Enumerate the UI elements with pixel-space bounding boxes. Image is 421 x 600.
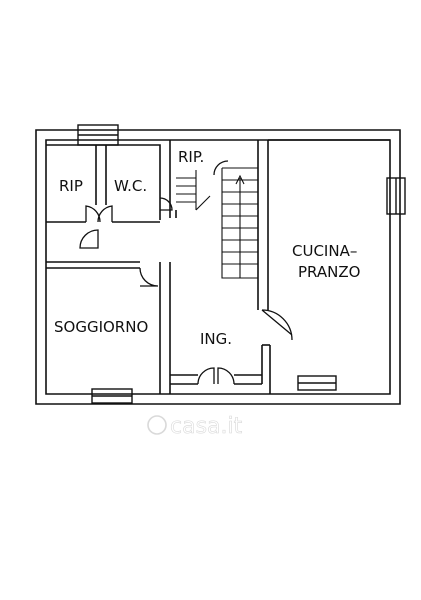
door-corridor bbox=[79, 229, 99, 249]
windows bbox=[77, 124, 406, 404]
label-rip-left: RIP bbox=[59, 177, 83, 195]
wall-soggiorno-right bbox=[159, 262, 171, 394]
room-labels: RIP W.C. RIP. CUCINA– PRANZO SOGGIORNO I… bbox=[54, 148, 360, 348]
wall-stairs-kitchen bbox=[257, 140, 269, 310]
wall-rip-wc-divider bbox=[95, 145, 107, 205]
label-ingresso: ING. bbox=[200, 330, 232, 348]
label-rip-center: RIP. bbox=[178, 148, 204, 166]
stair-lower-flight bbox=[176, 170, 211, 211]
door-rip-left bbox=[85, 205, 101, 223]
staircase bbox=[176, 167, 258, 279]
stair-arrow bbox=[235, 174, 245, 278]
wall-central-left bbox=[169, 140, 177, 218]
label-soggiorno: SOGGIORNO bbox=[54, 318, 148, 336]
label-wc: W.C. bbox=[114, 177, 147, 195]
doors bbox=[79, 160, 293, 385]
door-entrance bbox=[197, 367, 235, 385]
wall-entrance-kitchen bbox=[261, 345, 271, 394]
door-kitchen bbox=[261, 309, 293, 341]
stair-outline bbox=[221, 167, 258, 279]
outer-wall-outer bbox=[35, 129, 401, 405]
door-wc bbox=[97, 205, 113, 223]
door-wc-right bbox=[159, 197, 173, 211]
wall-entrance-left bbox=[170, 374, 198, 385]
door-rip-center bbox=[213, 160, 229, 176]
walls bbox=[35, 129, 401, 405]
wall-soggiorno-top bbox=[46, 261, 140, 269]
watermark: casa.it bbox=[147, 414, 243, 439]
watermark-logo-icon bbox=[147, 415, 167, 435]
label-pranzo: PRANZO bbox=[298, 263, 360, 281]
wall-entrance-right bbox=[234, 374, 262, 385]
door-soggiorno bbox=[139, 267, 159, 287]
watermark-text: casa.it bbox=[170, 414, 243, 439]
label-cucina: CUCINA– bbox=[292, 242, 357, 260]
